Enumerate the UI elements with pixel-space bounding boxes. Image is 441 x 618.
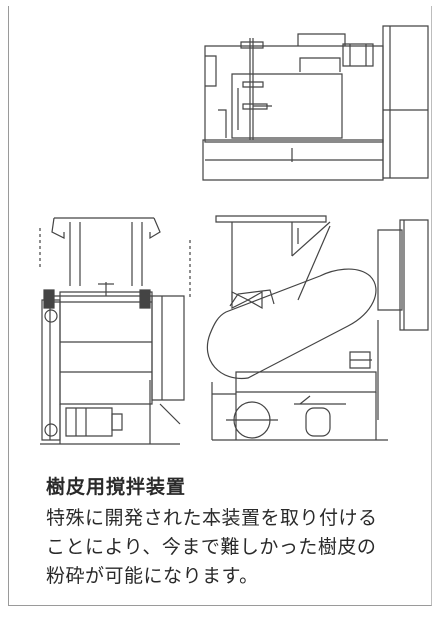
caption-line: 特殊に開発された本装置を取り付ける: [46, 507, 378, 529]
caption-block: 樹皮用撹拌装置 特殊に開発された本装置を取り付ける ことにより、今まで難しかった…: [46, 474, 426, 591]
caption-title: 樹皮用撹拌装置: [46, 476, 187, 498]
front-view-drawing: [40, 218, 190, 444]
caption-line: 粉砕が可能になります。: [46, 565, 259, 587]
top-view-drawing: [203, 26, 428, 180]
caption-line: ことにより、今まで難しかった樹皮の: [46, 536, 377, 558]
caption-body: 特殊に開発された本装置を取り付ける ことにより、今まで難しかった樹皮の 粉砕が可…: [46, 504, 426, 591]
page-frame: [8, 6, 432, 606]
side-view-drawing: [207, 216, 428, 440]
technical-drawing: [0, 0, 441, 465]
